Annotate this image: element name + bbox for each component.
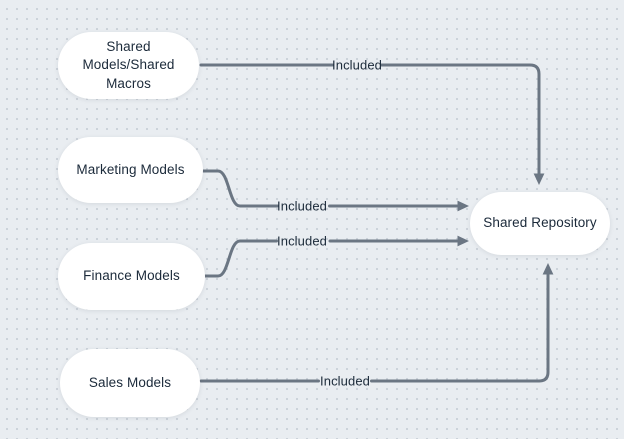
node-label: Sales Models <box>88 374 172 390</box>
arrowhead-up-icon <box>542 263 554 275</box>
node-shared-models-macros: Shared Models/Shared Macros <box>58 32 199 99</box>
node-label: Shared Models/Shared Macros <box>82 39 175 91</box>
edge-label-included: Included <box>277 198 327 214</box>
edge-sales-segment-b <box>370 273 550 383</box>
node-shared-repository: Shared Repository <box>470 192 610 255</box>
arrowhead-right-icon <box>457 235 469 247</box>
edge-label-included: Included <box>277 233 327 249</box>
node-label: Finance Models <box>83 268 180 284</box>
edge-label-included: Included <box>320 373 370 389</box>
edge-marketing-segment-a <box>201 169 279 208</box>
node-label: Shared Repository <box>483 215 597 231</box>
edge-shared-macros-segment-b <box>380 63 541 176</box>
node-finance-models: Finance Models <box>58 243 205 310</box>
node-marketing-models: Marketing Models <box>58 137 203 203</box>
edge-label-included: Included <box>332 57 382 73</box>
arrowhead-right-icon <box>457 200 469 212</box>
node-sales-models: Sales Models <box>60 349 200 417</box>
node-label: Marketing Models <box>76 161 185 177</box>
edge-finance-segment-a <box>203 239 278 278</box>
arrowhead-down-icon <box>533 173 545 185</box>
